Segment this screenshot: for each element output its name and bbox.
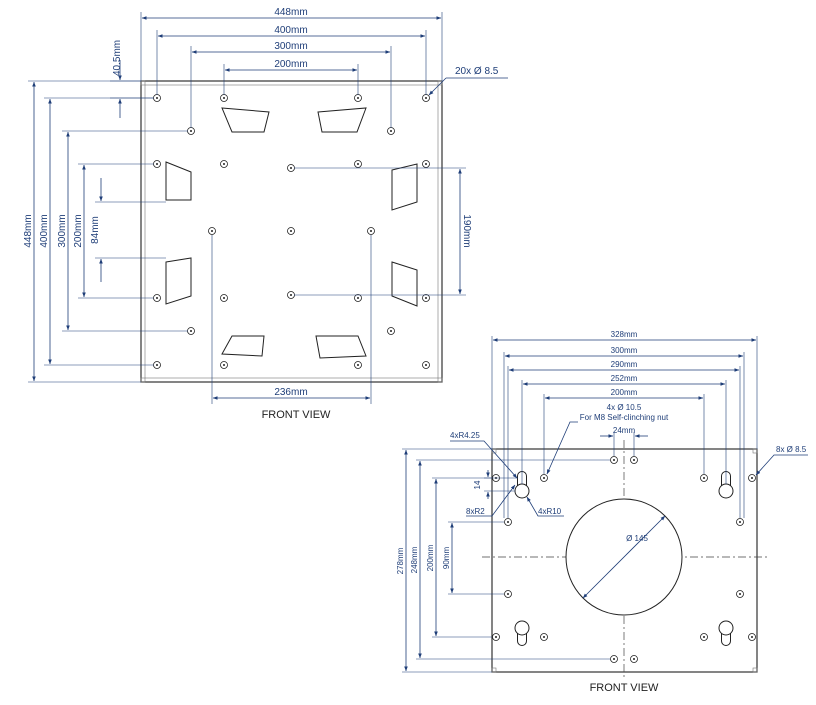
dim-290mm: 290mm	[611, 360, 638, 369]
hole	[153, 160, 161, 168]
hole	[504, 590, 512, 598]
hole	[492, 633, 500, 641]
slot-left-upper	[165, 161, 192, 201]
top-vertical-dimensions: 448mm 400mm 300mm 200mm 84mm	[23, 80, 188, 383]
bottom-view-caption: FRONT VIEW	[590, 682, 659, 694]
hole	[700, 633, 708, 641]
hole	[187, 327, 195, 335]
dim-4xr4-25: 4xR4.25	[450, 431, 480, 440]
hole	[630, 655, 638, 663]
dim-40-5mm: 40.5mm	[112, 40, 123, 76]
dim-20x-holes: 20x Ø 8.5	[455, 66, 499, 77]
hole	[287, 164, 295, 172]
slot-bottom-left	[221, 335, 265, 357]
dim-278mm: 278mm	[396, 547, 405, 574]
dim-400mm-width: 400mm	[274, 25, 307, 36]
top-view-caption: FRONT VIEW	[262, 409, 331, 421]
hole	[354, 94, 362, 102]
hole	[610, 456, 618, 464]
dim-14: 14	[473, 480, 482, 489]
hole	[540, 474, 548, 482]
hole	[153, 361, 161, 369]
hole	[220, 94, 228, 102]
top-plate-border	[144, 84, 439, 379]
hole	[367, 227, 375, 235]
slot-top-right	[317, 107, 367, 133]
dim-248mm: 248mm	[410, 546, 419, 573]
dim-4x-10-5: 4x Ø 10.5	[607, 403, 642, 412]
bottom-front-view: Ø 145	[396, 330, 808, 694]
hole	[422, 94, 430, 102]
bottom-callouts: 4xR4.25 8x Ø 8.5 14 8xR2 4xR10	[450, 431, 808, 517]
hole-callout-top: 20x Ø 8.5	[428, 66, 508, 96]
dim-8x-8-5: 8x Ø 8.5	[776, 445, 807, 454]
dim-200mm-width: 200mm	[274, 59, 307, 70]
dim-300mm-width: 300mm	[274, 41, 307, 52]
hole	[287, 291, 295, 299]
dim-200mm-height-b: 200mm	[426, 544, 435, 571]
dim-190mm: 190mm	[461, 214, 472, 247]
hole	[354, 160, 362, 168]
dim-200mm-height: 200mm	[73, 214, 84, 247]
hole	[208, 227, 216, 235]
hole	[354, 294, 362, 302]
bottom-vertical-dimensions: 278mm 248mm 200mm 90mm	[396, 448, 610, 673]
slot-right-upper	[391, 163, 418, 211]
hole	[422, 361, 430, 369]
keyhole-bottom-right	[718, 620, 734, 646]
dim-236mm: 236mm	[274, 387, 307, 398]
slot-bottom-right	[315, 335, 367, 359]
top-plate-holes	[153, 94, 430, 369]
hole	[630, 456, 638, 464]
dim-200mm-b: 200mm	[611, 388, 638, 397]
top-plate-slots	[165, 107, 418, 359]
hole	[387, 127, 395, 135]
dim-236-group: 236mm	[211, 235, 372, 404]
dim-24mm: 24mm	[613, 426, 636, 435]
hole	[504, 518, 512, 526]
top-front-view: 448mm 400mm 300mm 200mm 40.5mm	[23, 7, 508, 421]
dim-90mm: 90mm	[442, 547, 451, 570]
dim-190-group: 190mm	[294, 167, 472, 296]
dim-328mm: 328mm	[611, 330, 638, 339]
dim-84mm: 84mm	[90, 216, 101, 244]
hole	[287, 227, 295, 235]
dim-252mm: 252mm	[611, 374, 638, 383]
hole	[422, 160, 430, 168]
hole	[354, 361, 362, 369]
keyhole-bottom-left	[514, 620, 530, 646]
slot-left-lower	[165, 257, 192, 305]
hole	[736, 590, 744, 598]
dim-448mm-height: 448mm	[23, 214, 34, 247]
dim-4xr10: 4xR10	[538, 507, 562, 516]
hole	[153, 294, 161, 302]
bottom-horizontal-dimensions: 328mm 300mm 290mm 252mm 200mm 4x Ø 10.5 …	[491, 330, 758, 518]
hole	[736, 518, 744, 526]
nut-description: For M8 Self-clinching nut	[580, 413, 669, 422]
dim-8xr2: 8xR2	[466, 507, 485, 516]
top-horizontal-dimensions: 448mm 400mm 300mm 200mm	[140, 7, 443, 128]
hole	[748, 474, 756, 482]
hole	[153, 94, 161, 102]
keyhole-top-right	[718, 471, 734, 499]
bottom-plate-holes	[492, 456, 756, 663]
dim-400mm-height: 400mm	[39, 214, 50, 247]
hole	[220, 361, 228, 369]
hole	[700, 474, 708, 482]
hole	[748, 633, 756, 641]
hole	[187, 127, 195, 135]
dim-448mm-width: 448mm	[274, 7, 307, 18]
dim-300mm-height: 300mm	[57, 214, 68, 247]
dim-300mm-b: 300mm	[611, 346, 638, 355]
hole	[610, 655, 618, 663]
hole	[422, 294, 430, 302]
slot-top-left	[221, 107, 270, 133]
dim-dia-145: Ø 145	[626, 534, 648, 543]
hole	[220, 294, 228, 302]
hole	[540, 633, 548, 641]
hole	[387, 327, 395, 335]
hole	[220, 160, 228, 168]
